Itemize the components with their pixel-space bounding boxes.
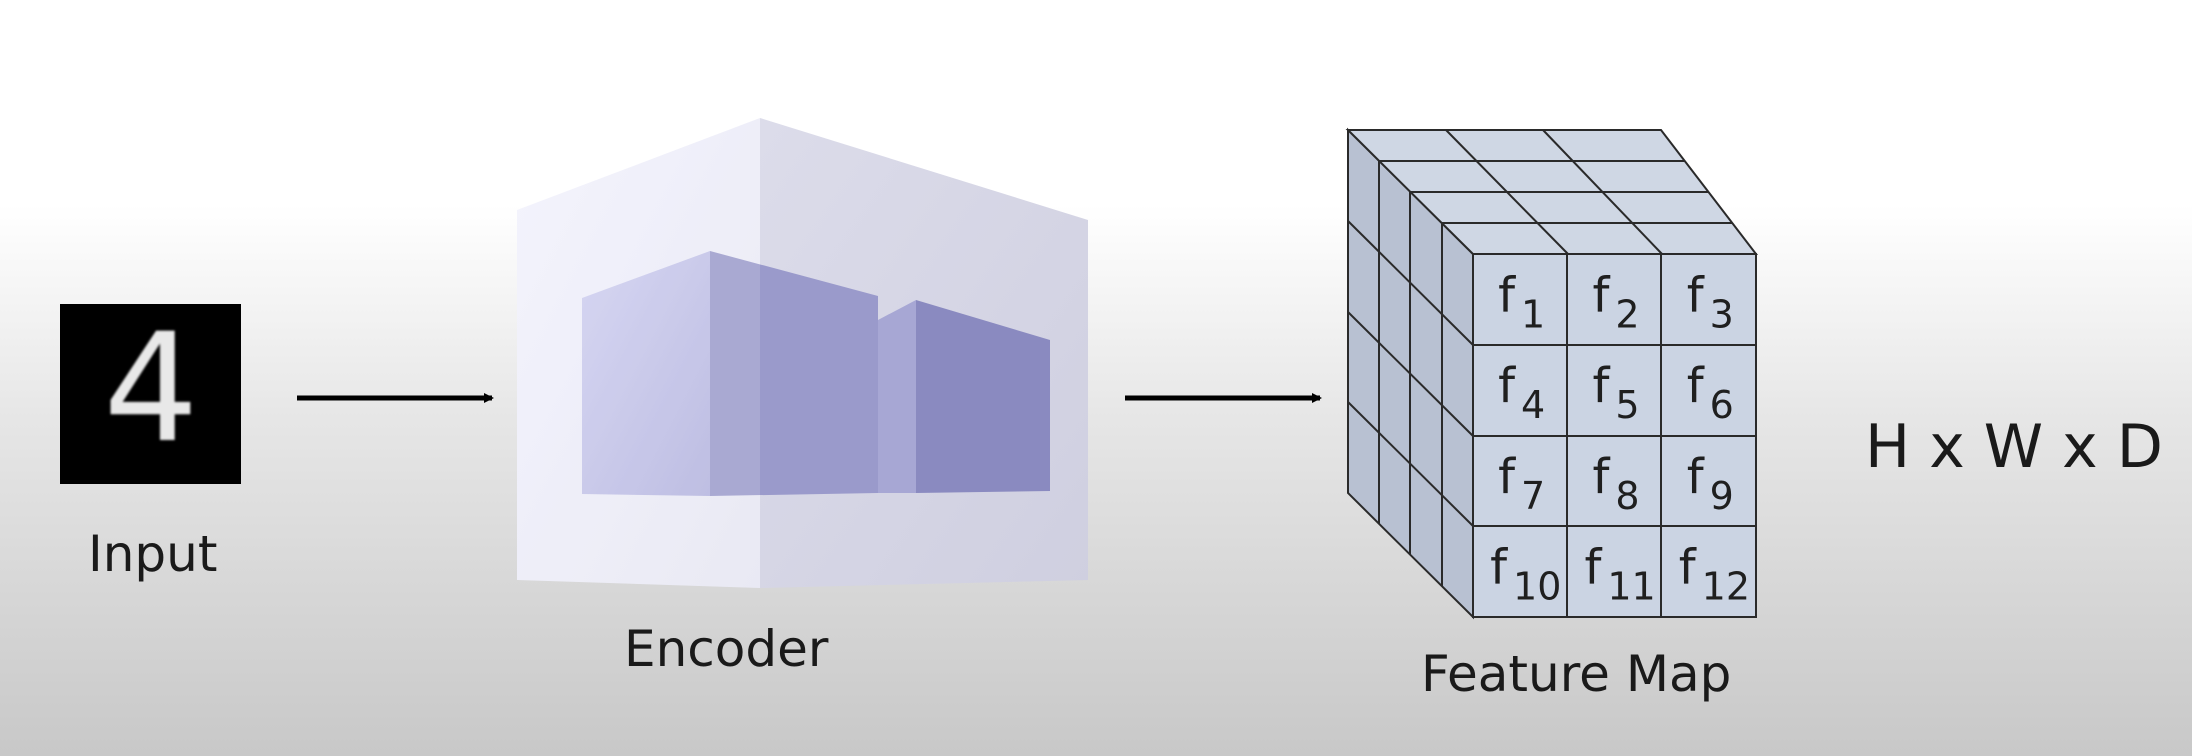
encoder-label: Encoder (624, 620, 829, 678)
feature-map-label: Feature Map (1421, 645, 1732, 703)
input-image: 4 (60, 302, 241, 484)
feature-map-cube (1345, 127, 1759, 620)
feature-map-dimensions: H x W x D (1865, 412, 2163, 482)
input-label: Input (88, 525, 218, 583)
encoder-block (517, 118, 1088, 588)
input-digit: 4 (103, 302, 198, 476)
